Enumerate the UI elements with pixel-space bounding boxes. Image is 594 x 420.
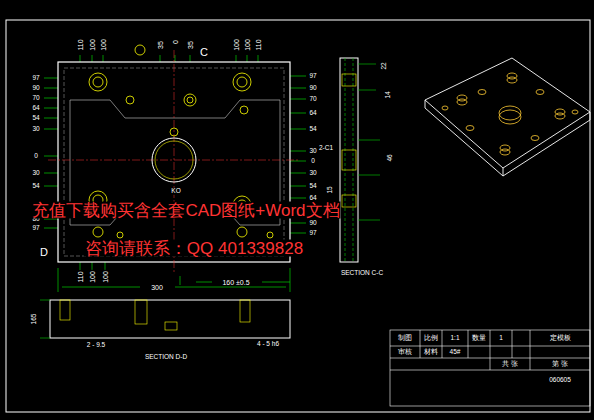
dimension-text: C (199, 47, 209, 58)
dimension-text: 110 (77, 270, 84, 283)
dimension-text: 0 (172, 39, 179, 45)
dimension-text: 64 (308, 195, 317, 202)
title-block-cell: 比例 (423, 335, 439, 342)
dimension-text: 35 (157, 40, 164, 50)
dimension-text: 100 (102, 270, 109, 284)
dimension-text: 160 ±0.5 (221, 279, 250, 286)
dimension-text: 64 (31, 105, 40, 112)
dimension-text: 54 (308, 183, 317, 190)
dimension-text: 100 (233, 38, 240, 52)
dimension-text: 30 (31, 126, 40, 133)
dimension-text: 30 (308, 170, 317, 177)
dimension-text: 15 (327, 185, 334, 194)
title-block-cell: 1:1 (449, 335, 460, 342)
dimension-text: 100 (89, 38, 96, 52)
dimension-text: 30 (31, 170, 40, 177)
title-block-cell: 060605 (548, 377, 572, 384)
dimension-text: 0 (310, 158, 316, 165)
title-block-cell: 定模板 (549, 335, 572, 342)
dimension-text: 30 (308, 148, 317, 155)
dimension-text: 22 (381, 61, 388, 70)
dimension-text: SECTION D-D (144, 354, 188, 361)
title-block-cell: 第 张 (551, 361, 569, 368)
dimension-text: 54 (31, 115, 40, 122)
dimension-text: 54 (308, 126, 317, 133)
title-block-cell: 1 (498, 335, 504, 342)
dimension-text: 54 (31, 183, 40, 190)
title-block-cell: 45# (449, 349, 462, 356)
dimension-text: 100 (244, 38, 251, 52)
dimension-text: D (39, 247, 49, 258)
title-block-cell: 共 张 (501, 361, 519, 368)
dimension-text: 110 (255, 38, 262, 51)
dimension-text: 97 (31, 75, 40, 82)
title-block-cell: 数量 (471, 335, 487, 342)
dimension-text: KO (170, 188, 181, 195)
dimension-text: 97 (308, 230, 317, 237)
dimension-text: 4 - 5 h6 (256, 341, 280, 348)
title-block-cell: 制图 (397, 335, 413, 342)
dimension-text: 90 (308, 85, 317, 92)
dimension-text: 90 (308, 220, 317, 227)
dimension-text: 110 (77, 38, 84, 51)
title-block-cell: 审核 (397, 349, 413, 356)
dimension-text: 64 (308, 110, 317, 117)
title-block-cell: 材料 (423, 349, 439, 356)
dimension-text: 14 (385, 90, 392, 99)
dimension-text: 70 (31, 95, 40, 102)
dimension-text: 300 (150, 284, 164, 291)
dimension-text: 70 (308, 96, 317, 103)
dimension-text: 35 (187, 40, 194, 50)
dimension-text: 100 (89, 270, 96, 284)
dimension-text: 2-C1 (318, 145, 334, 152)
dimension-text: 90 (31, 85, 40, 92)
dimension-text: 165 (31, 313, 38, 326)
watermark-text: 咨询请联系：QQ 401339828 (84, 240, 304, 257)
dimension-text: 97 (31, 225, 40, 232)
watermark-text: 充值下载购买含全套CAD图纸+Word文档 (31, 202, 340, 219)
dimension-text: 2 - 9.5 (86, 342, 106, 349)
dimension-text: 100 (100, 38, 107, 52)
dimension-text: SECTION C-C (340, 270, 384, 277)
dimension-text: 46 (387, 153, 394, 162)
dimension-text: 0 (33, 153, 39, 160)
dimension-text: 97 (308, 73, 317, 80)
